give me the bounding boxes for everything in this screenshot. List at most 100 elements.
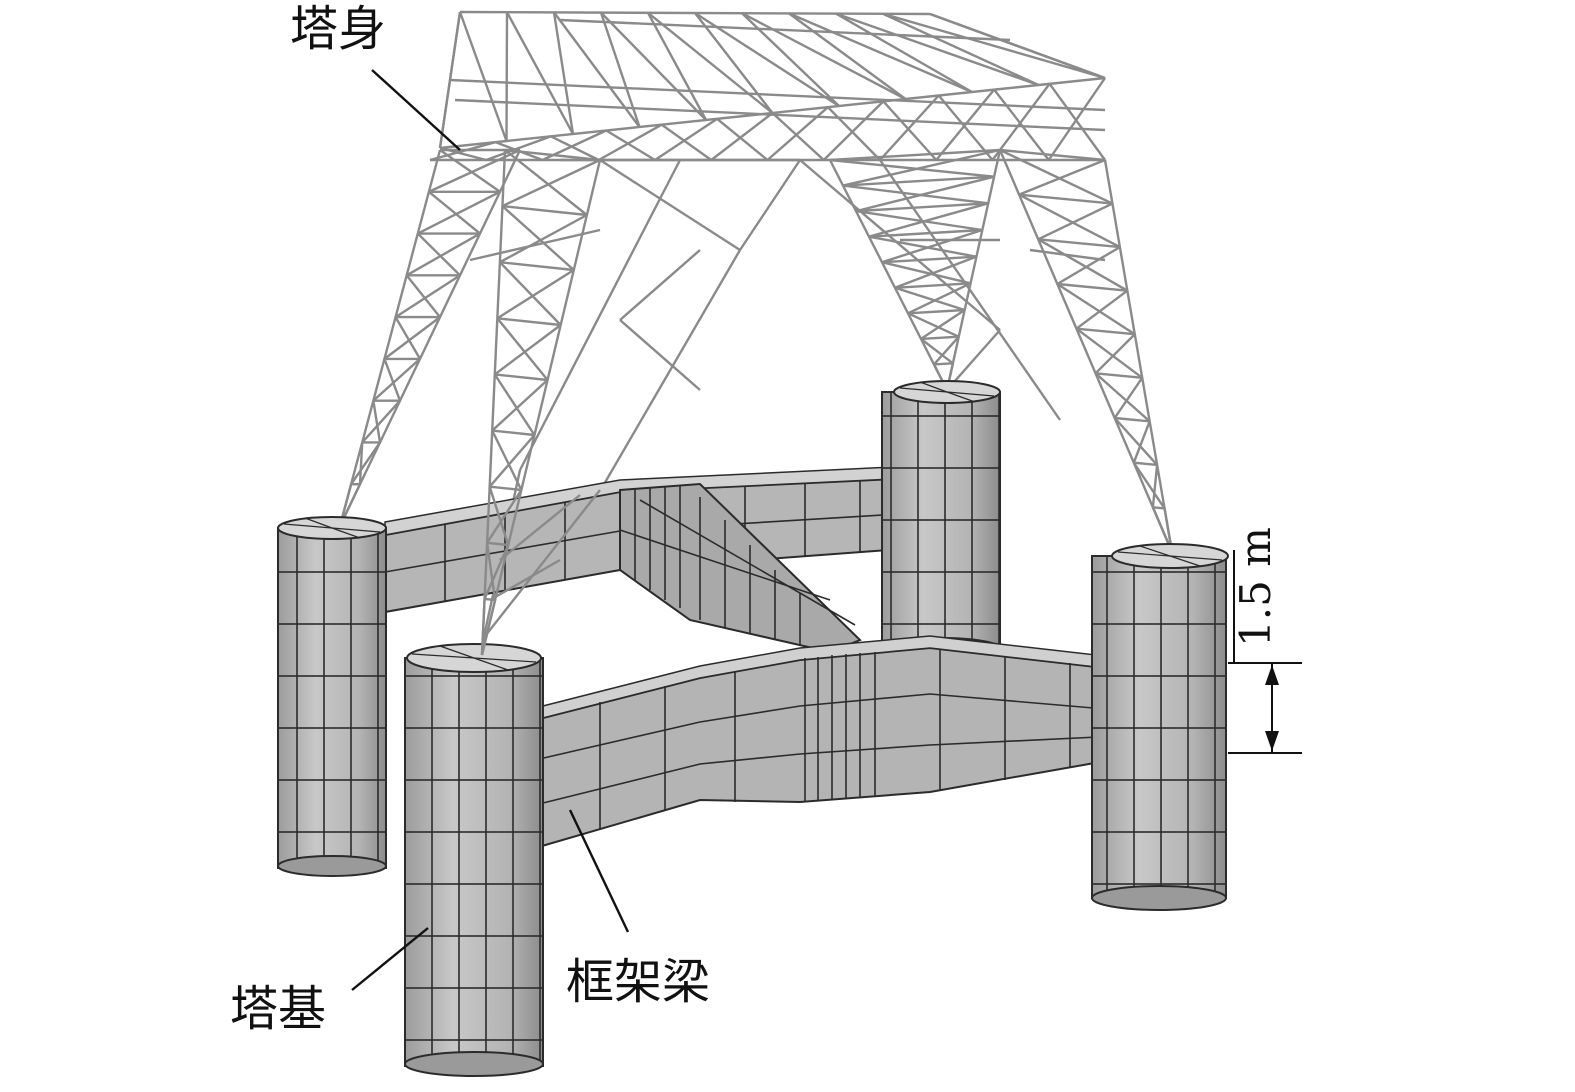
truss-leg xyxy=(338,149,442,527)
truss-lacing xyxy=(494,324,562,376)
truss-brace xyxy=(619,319,701,391)
truss-lacing xyxy=(496,317,549,381)
truss-lacing xyxy=(1048,83,1106,161)
truss-lacing xyxy=(483,544,510,600)
truss-lacing xyxy=(504,148,601,162)
truss-lacing xyxy=(788,12,907,100)
tower-base-column-left-back xyxy=(277,516,387,877)
truss-lacing xyxy=(488,434,536,488)
truss-lacing xyxy=(372,357,421,402)
truss-lacing xyxy=(868,202,989,238)
truss-lacing xyxy=(605,129,656,162)
tower-base-column-right-back xyxy=(881,380,1001,659)
truss-lacing xyxy=(493,373,536,436)
truss-brace xyxy=(481,489,601,641)
truss-brace xyxy=(469,228,601,262)
truss-brace xyxy=(518,159,682,471)
truss-lacing xyxy=(1152,506,1165,510)
truss-lacing xyxy=(1114,416,1150,423)
truss-lacing xyxy=(842,184,989,205)
truss-lacing xyxy=(499,261,574,272)
truss-lacing xyxy=(1132,420,1151,464)
truss-lacing xyxy=(1133,461,1158,467)
truss-lacing xyxy=(417,190,501,235)
truss-leg xyxy=(338,149,522,527)
truss-lacing xyxy=(505,12,509,142)
truss-lacing xyxy=(929,12,1106,80)
truss-lacing xyxy=(598,123,663,162)
truss-lacing xyxy=(599,12,641,128)
truss-lacing xyxy=(501,158,601,208)
truss-lacing xyxy=(882,12,1106,80)
truss-leg xyxy=(828,159,949,391)
dimension-label: 1.5 m xyxy=(1231,527,1280,647)
frame-beam-leader-line xyxy=(568,809,630,933)
truss-lacing xyxy=(694,12,774,114)
truss-lacing xyxy=(920,335,959,341)
truss-lacing xyxy=(842,148,1001,187)
truss-lacing xyxy=(494,373,548,382)
truss-lacing xyxy=(1075,327,1143,379)
truss-lacing xyxy=(502,204,588,217)
truss-lacing xyxy=(1018,193,1121,249)
truss-lacing xyxy=(1056,246,1121,286)
truss-lacing xyxy=(553,11,641,128)
truss-lacing xyxy=(894,282,971,289)
truss-lacing xyxy=(646,12,708,121)
truss-lacing xyxy=(716,117,769,161)
truss-brace xyxy=(799,159,1001,331)
truss-lacing xyxy=(822,100,885,161)
truss-leg xyxy=(480,159,602,656)
truss-brace xyxy=(489,558,561,602)
tower-base-label: 塔基 xyxy=(230,981,326,1037)
truss-lacing xyxy=(868,235,977,258)
truss-lacing xyxy=(741,12,907,101)
truss-lacing xyxy=(741,12,840,107)
truss-lacing xyxy=(600,11,707,121)
truss-lacing xyxy=(694,11,840,108)
truss-lacing xyxy=(499,261,562,326)
truss-lacing xyxy=(1094,333,1136,375)
truss-lacing xyxy=(372,400,382,443)
truss-lacing xyxy=(835,12,1039,87)
truss-lacing xyxy=(935,88,996,161)
truss-lacing xyxy=(428,190,481,235)
truss-brace xyxy=(1029,248,1106,262)
truss-lacing xyxy=(881,228,983,264)
truss-lacing xyxy=(361,399,401,444)
truss-lacing xyxy=(480,599,497,656)
truss-lacing xyxy=(491,430,523,491)
truss-lacing xyxy=(394,316,422,360)
truss-lacing xyxy=(480,598,486,656)
truss-brace xyxy=(946,329,1001,391)
truss-lacing xyxy=(1094,372,1151,423)
truss-lacing xyxy=(881,261,971,285)
truss-lacing xyxy=(937,94,994,161)
frame-beam-label: 框架梁 xyxy=(566,954,710,1010)
truss-lacing xyxy=(879,94,940,161)
truss-lacing xyxy=(881,255,977,264)
truss-lacing xyxy=(499,213,588,264)
truss-lacing xyxy=(654,117,718,162)
tower-base-column-right-front xyxy=(1091,543,1229,911)
truss-lacing xyxy=(497,317,561,327)
truss-lacing xyxy=(1056,282,1136,336)
truss-lacing xyxy=(406,232,481,277)
truss-lacing xyxy=(504,149,588,216)
truss-lacing xyxy=(991,83,1051,161)
truss-lacing xyxy=(350,441,381,485)
truss-lacing xyxy=(1037,238,1128,292)
truss-lacing xyxy=(416,232,461,277)
truss-lacing xyxy=(1095,372,1143,379)
truss-lacing xyxy=(438,11,462,149)
truss-lacing xyxy=(1037,202,1113,241)
truss-lacing xyxy=(920,337,954,365)
truss-lacing xyxy=(1076,327,1135,336)
truss-lacing xyxy=(993,88,1050,161)
truss-lacing xyxy=(907,308,965,315)
truss-lacing xyxy=(394,274,461,319)
tower-base-leader-line xyxy=(351,927,429,991)
truss-leg xyxy=(1103,159,1174,553)
truss-lacing xyxy=(485,135,552,162)
truss-lacing xyxy=(439,149,501,193)
